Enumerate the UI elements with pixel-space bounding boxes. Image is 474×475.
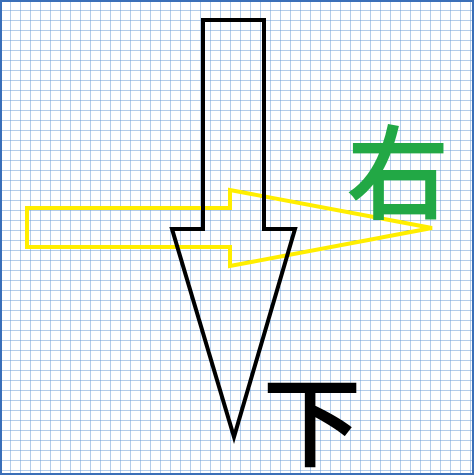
down-label: 下 [264,369,360,475]
down-arrow-outline [169,18,298,445]
right-label: 右 [348,117,448,234]
right-arrow-outline [25,187,433,269]
